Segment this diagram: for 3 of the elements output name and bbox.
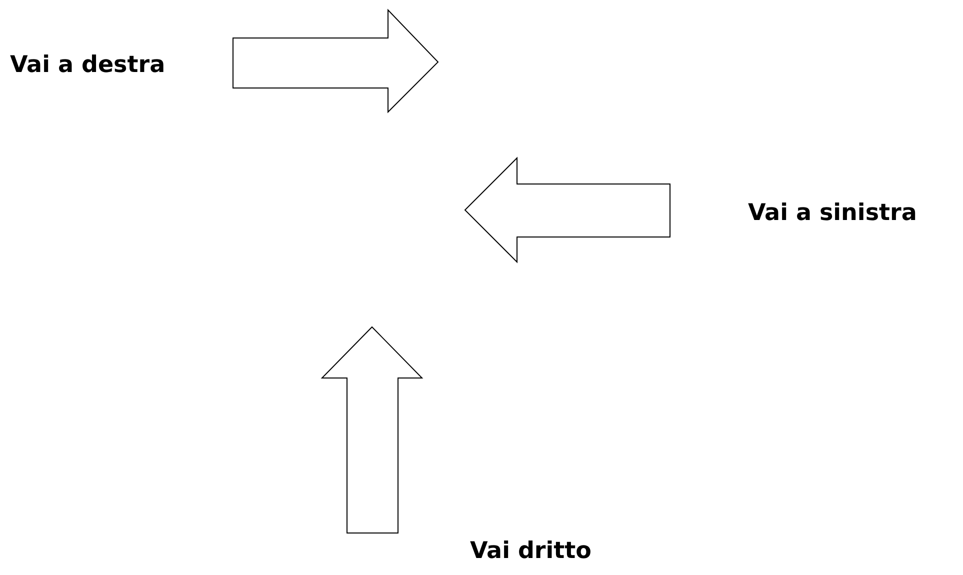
direction-label: Vai a sinistra [748, 200, 917, 228]
direction-label: Vai dritto [470, 538, 592, 566]
direction-label: Vai a destra [10, 52, 166, 80]
